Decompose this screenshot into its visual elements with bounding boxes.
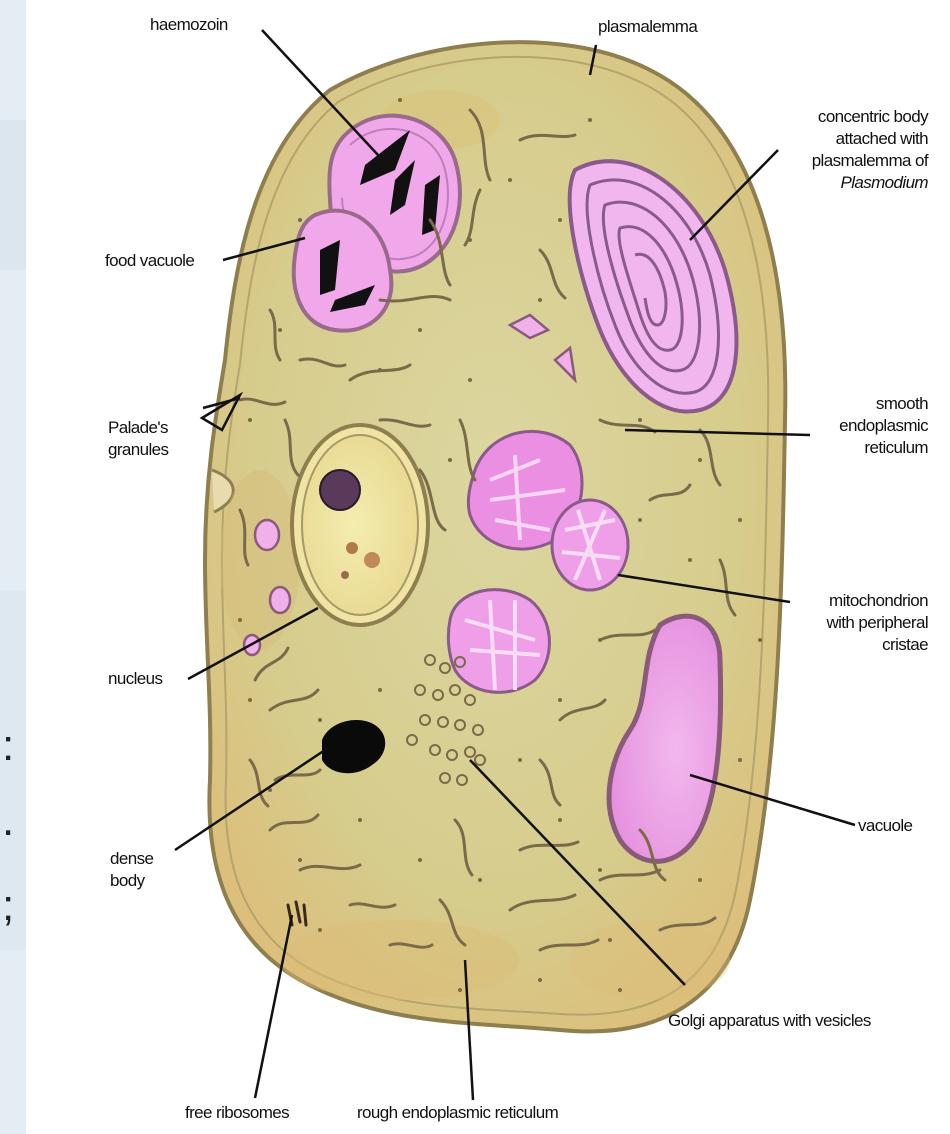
label-dense-body: dense body (110, 848, 153, 892)
label-concentric-body-line4: Plasmodium (758, 172, 928, 194)
label-mitochondrion: mitochondrion with peripheral cristae (778, 590, 928, 656)
label-concentric-body: concentric body attached with plasmalemm… (758, 106, 928, 194)
nucleus (292, 425, 428, 625)
label-smooth-er: smooth endoplasmic reticulum (788, 393, 928, 459)
label-mitochondrion-line2: with peripheral (778, 612, 928, 634)
label-free-ribosomes: free ribosomes (185, 1102, 289, 1124)
label-golgi: Golgi apparatus with vesicles (668, 1010, 871, 1032)
label-smooth-er-line3: reticulum (788, 437, 928, 459)
label-mitochondrion-line3: cristae (778, 634, 928, 656)
label-palades-granules: Palade's granules (108, 417, 168, 461)
label-food-vacuole: food vacuole (105, 250, 194, 272)
label-plasmalemma: plasmalemma (598, 16, 697, 38)
mitochondrion-lower (448, 590, 549, 693)
label-dense-body-line1: dense (110, 848, 153, 870)
label-rough-er: rough endoplasmic reticulum (357, 1102, 558, 1124)
label-haemozoin: haemozoin (150, 14, 228, 36)
label-smooth-er-line1: smooth (788, 393, 928, 415)
label-nucleus: nucleus (108, 668, 162, 690)
label-palades-line1: Palade's (108, 417, 168, 439)
label-concentric-body-line2: attached with (758, 128, 928, 150)
label-concentric-body-line1: concentric body (758, 106, 928, 128)
label-concentric-body-line3: plasmalemma of (758, 150, 928, 172)
label-palades-line2: granules (108, 439, 168, 461)
label-dense-body-line2: body (110, 870, 153, 892)
label-vacuole: vacuole (858, 815, 912, 837)
label-mitochondrion-line1: mitochondrion (778, 590, 928, 612)
label-smooth-er-line2: endoplasmic (788, 415, 928, 437)
mitochondrion-right (552, 500, 628, 590)
